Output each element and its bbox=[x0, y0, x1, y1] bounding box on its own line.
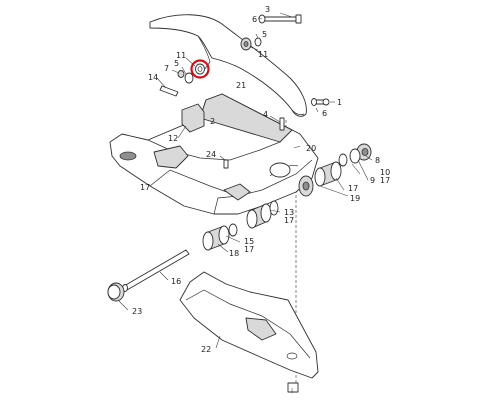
callout-22: 22 bbox=[201, 345, 211, 354]
collar-left-small[interactable] bbox=[228, 223, 238, 237]
callout-6-top: 6 bbox=[252, 15, 257, 24]
chain-guard[interactable] bbox=[149, 14, 307, 117]
brake-rod[interactable] bbox=[159, 85, 179, 97]
lower-chain-cover[interactable] bbox=[179, 271, 319, 393]
callout-13: 13 bbox=[284, 208, 294, 217]
callout-1: 1 bbox=[337, 98, 342, 107]
collar[interactable] bbox=[184, 72, 194, 84]
highlight-ring bbox=[190, 59, 210, 79]
oil-seal-right[interactable] bbox=[349, 148, 361, 164]
callout-21: 21 bbox=[236, 81, 246, 90]
callout-11-top: 11 bbox=[258, 50, 268, 59]
bearing-right[interactable] bbox=[314, 161, 342, 187]
callout-10: 10 bbox=[380, 168, 390, 177]
callout-7: 7 bbox=[164, 64, 169, 73]
callout-16: 16 bbox=[171, 277, 181, 286]
callout-23: 23 bbox=[132, 307, 142, 316]
small-bolt-24[interactable] bbox=[223, 159, 229, 169]
mount-bolt[interactable] bbox=[261, 14, 302, 24]
callout-17-mid: 17 bbox=[284, 216, 294, 225]
highlighted-washer[interactable] bbox=[190, 59, 210, 79]
callout-17-r1: 17 bbox=[380, 176, 390, 185]
callout-17-low: 17 bbox=[244, 245, 254, 254]
guard-bolt[interactable] bbox=[315, 98, 330, 106]
callout-2: 2 bbox=[210, 117, 215, 126]
pivot-shaft[interactable] bbox=[122, 249, 190, 292]
callout-18: 18 bbox=[229, 249, 239, 258]
callout-11-left: 11 bbox=[176, 51, 186, 60]
callout-12: 12 bbox=[168, 134, 178, 143]
bracket-bolt[interactable] bbox=[279, 117, 285, 131]
callout-labels: 3 6 5 11 11 5 7 14 21 1 6 4 2 12 20 24 8… bbox=[132, 5, 390, 354]
bushing-left-a[interactable] bbox=[246, 203, 272, 229]
callout-17-r2: 17 bbox=[348, 184, 358, 193]
swingarm[interactable] bbox=[109, 93, 319, 215]
callout-17-left: 17 bbox=[140, 183, 150, 192]
guard-washer[interactable] bbox=[311, 98, 317, 106]
callout-14: 14 bbox=[148, 73, 158, 82]
callout-5-left: 5 bbox=[174, 59, 179, 68]
callout-8: 8 bbox=[375, 156, 380, 165]
callout-9: 9 bbox=[370, 176, 375, 185]
callout-3: 3 bbox=[265, 5, 270, 14]
callout-19: 19 bbox=[350, 194, 360, 203]
callout-5-top: 5 bbox=[262, 30, 267, 39]
bushing-left-b[interactable] bbox=[269, 200, 279, 216]
pivot-collar-left[interactable] bbox=[202, 225, 230, 251]
chain-slider-bracket[interactable] bbox=[181, 103, 205, 133]
thrust-washer-right[interactable] bbox=[338, 153, 348, 167]
callout-6-right: 6 bbox=[322, 109, 327, 118]
collar-top[interactable] bbox=[254, 37, 262, 47]
damper-rubber[interactable] bbox=[177, 70, 185, 78]
callout-4: 4 bbox=[263, 110, 268, 119]
grommet-top[interactable] bbox=[240, 37, 252, 51]
bushing-right[interactable] bbox=[298, 175, 314, 197]
leader-lines bbox=[117, 12, 373, 393]
callout-15: 15 bbox=[244, 237, 254, 246]
pivot-cap-left[interactable] bbox=[107, 282, 125, 302]
callout-24: 24 bbox=[206, 150, 216, 159]
pivot-cap-right[interactable] bbox=[356, 143, 372, 161]
callout-20: 20 bbox=[306, 144, 316, 153]
